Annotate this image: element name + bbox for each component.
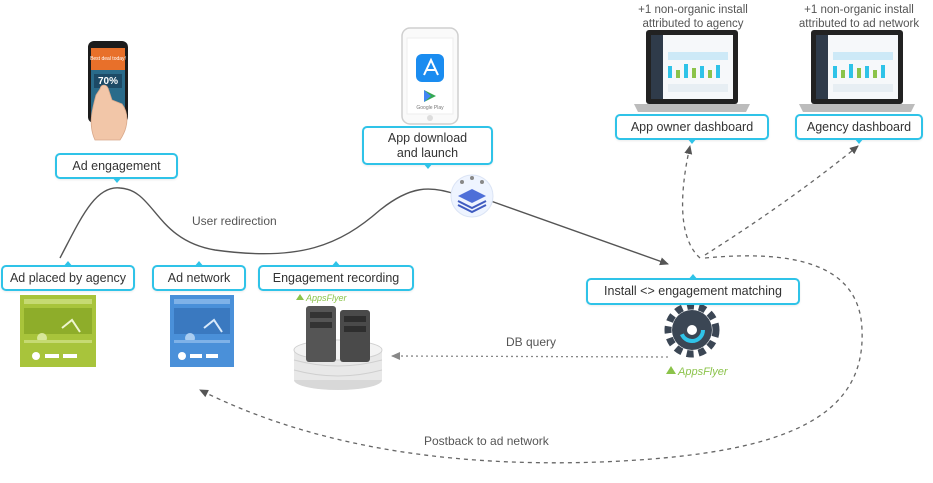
to-agency-arrow xyxy=(704,145,859,256)
google-play-icon xyxy=(424,90,436,102)
phone-ad-banner: Best deal today! xyxy=(90,56,126,62)
install-matching-node: Install <> engagement matching xyxy=(586,274,800,305)
web-ad-icon xyxy=(20,295,96,367)
user-redirection-label: User redirection xyxy=(192,214,277,228)
postback-label: Postback to ad network xyxy=(424,434,549,448)
appsflyer-logo xyxy=(666,366,676,374)
db-query-arrow xyxy=(391,352,669,361)
google-play-label: Google Play xyxy=(416,105,444,111)
appsflyer-brand-small: AppsFlyer xyxy=(305,293,348,303)
engagement-recording-node: Engagement recording xyxy=(258,261,414,291)
app-store-icon xyxy=(416,54,444,82)
hand-phone-icon xyxy=(88,41,128,141)
sdk-to-matching-arrow xyxy=(487,199,669,266)
network-install-caption: +1 non-organic install attributed to ad … xyxy=(798,4,920,30)
app-download-node: App download and launch xyxy=(362,126,493,169)
user-flow-curve xyxy=(59,187,459,259)
to-app-owner-arrow xyxy=(681,145,701,259)
agency-dashboard-node: Agency dashboard xyxy=(795,114,923,144)
ad-engagement-node: Ad engagement xyxy=(55,153,178,183)
web-ad-icon xyxy=(170,295,234,367)
agency-install-caption: +1 non-organic install attributed to age… xyxy=(638,4,748,30)
ad-placed-by-agency-node: Ad placed by agency xyxy=(1,261,135,291)
appsflyer-gear-icon xyxy=(664,302,720,358)
appsflyer-logo-small xyxy=(296,294,304,300)
appsflyer-brand: AppsFlyer xyxy=(677,366,729,378)
db-query-label: DB query xyxy=(506,335,557,349)
sdk-layers-icon xyxy=(450,174,494,218)
ad-network-node: Ad network xyxy=(152,261,246,291)
laptop-dashboard-icon xyxy=(799,30,915,112)
app-owner-dashboard-node: App owner dashboard xyxy=(615,114,769,144)
laptop-dashboard-icon xyxy=(634,30,750,112)
postback-arrow xyxy=(199,255,863,464)
server-database-icon xyxy=(293,306,383,390)
phone-ad-discount: 70% xyxy=(98,76,118,87)
